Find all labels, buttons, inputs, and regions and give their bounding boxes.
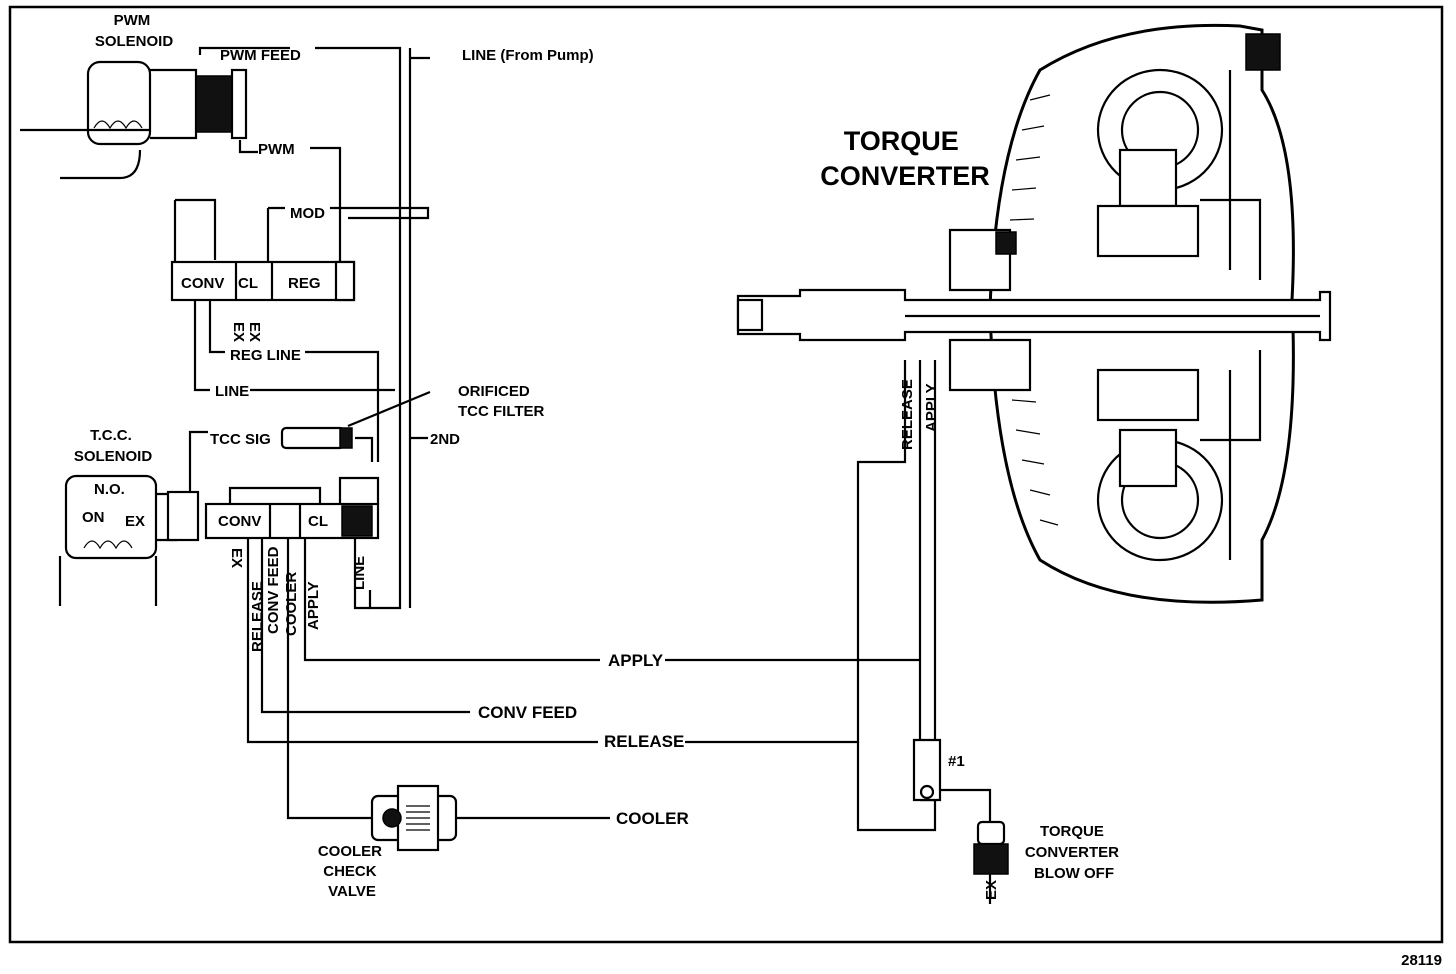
converter-apply-label: APPLY <box>923 383 940 432</box>
release-line <box>246 360 907 744</box>
tcc-no-label: N.O. <box>94 481 125 498</box>
tcc-ex-label: EX <box>125 513 145 530</box>
figure-number: 28119 <box>1401 952 1442 969</box>
diagram-frame <box>8 5 1444 944</box>
blow-off-label: TORQUE CONVERTER BLOW OFF <box>1025 823 1123 882</box>
line-from-pump-label: LINE (From Pump) <box>462 47 594 64</box>
pwm-feed-label: PWM FEED <box>220 47 301 64</box>
tcc-solenoid-label: T.C.C. SOLENOID <box>74 427 153 465</box>
tcc-sig-line <box>188 430 428 500</box>
upper-conv-label: CONV <box>181 275 224 292</box>
second-label: 2ND <box>430 431 460 448</box>
conv-feed-port-label: CONV FEED <box>265 546 282 634</box>
converter-release-label: RELEASE <box>899 379 916 450</box>
cooler-line <box>286 538 610 820</box>
pwm-solenoid <box>20 60 248 180</box>
torque-converter-title: TORQUE CONVERTER <box>820 126 990 191</box>
check-ball-label: #1 <box>948 753 965 770</box>
mod-line <box>266 206 430 262</box>
torque-converter-cutaway <box>736 23 1332 604</box>
tcc-on-label: ON <box>82 509 105 526</box>
cooler-port-label: COOLER <box>283 572 300 636</box>
pwm-solenoid-label: PWM SOLENOID <box>95 12 174 50</box>
upper-reg-label: REG <box>288 275 321 292</box>
ex-port-label: EX <box>228 548 245 568</box>
upper-ex-label-2: EX <box>246 322 263 342</box>
tcc-sig-label: TCC SIG <box>210 431 271 448</box>
blow-off-ex-label: EX <box>983 880 1000 900</box>
check-ball-1 <box>912 738 942 802</box>
apply-port-label: APPLY <box>305 581 322 630</box>
pwm-label: PWM <box>258 141 295 158</box>
conv-feed-line <box>260 538 470 714</box>
converter-clutch-valve <box>204 476 380 540</box>
line-port-pipe <box>353 538 370 610</box>
orificed-tcc-filter <box>280 390 431 450</box>
torque-converter-blow-off-valve <box>973 820 1009 904</box>
cooler-check-valve-label: COOLER CHECK VALVE <box>318 843 386 900</box>
cooler-line-label: COOLER <box>616 809 689 828</box>
reg-line <box>208 300 380 462</box>
line-label: LINE <box>215 383 249 400</box>
release-line-label: RELEASE <box>604 732 684 751</box>
blow-off-line <box>940 788 992 822</box>
upper-regulator-valve <box>170 198 356 302</box>
upper-ex-label-1: EX <box>230 322 247 342</box>
pwm-feed-line <box>198 46 430 610</box>
cooler-check-valve <box>370 784 458 852</box>
line-line <box>193 300 395 392</box>
tcc-solenoid <box>58 474 200 606</box>
lower-conv-label: CONV <box>218 513 261 530</box>
orificed-filter-label: ORIFICED TCC FILTER <box>458 383 545 420</box>
apply-line-label: APPLY <box>608 651 664 670</box>
lower-cl-label: CL <box>308 513 328 530</box>
upper-cl-label: CL <box>238 275 258 292</box>
line-port-label: LINE <box>351 556 368 590</box>
conv-feed-line-label: CONV FEED <box>478 703 577 722</box>
reg-line-label: REG LINE <box>230 347 301 364</box>
apply-line <box>303 538 920 662</box>
release-port-label: RELEASE <box>249 581 266 652</box>
mod-label: MOD <box>290 205 325 222</box>
